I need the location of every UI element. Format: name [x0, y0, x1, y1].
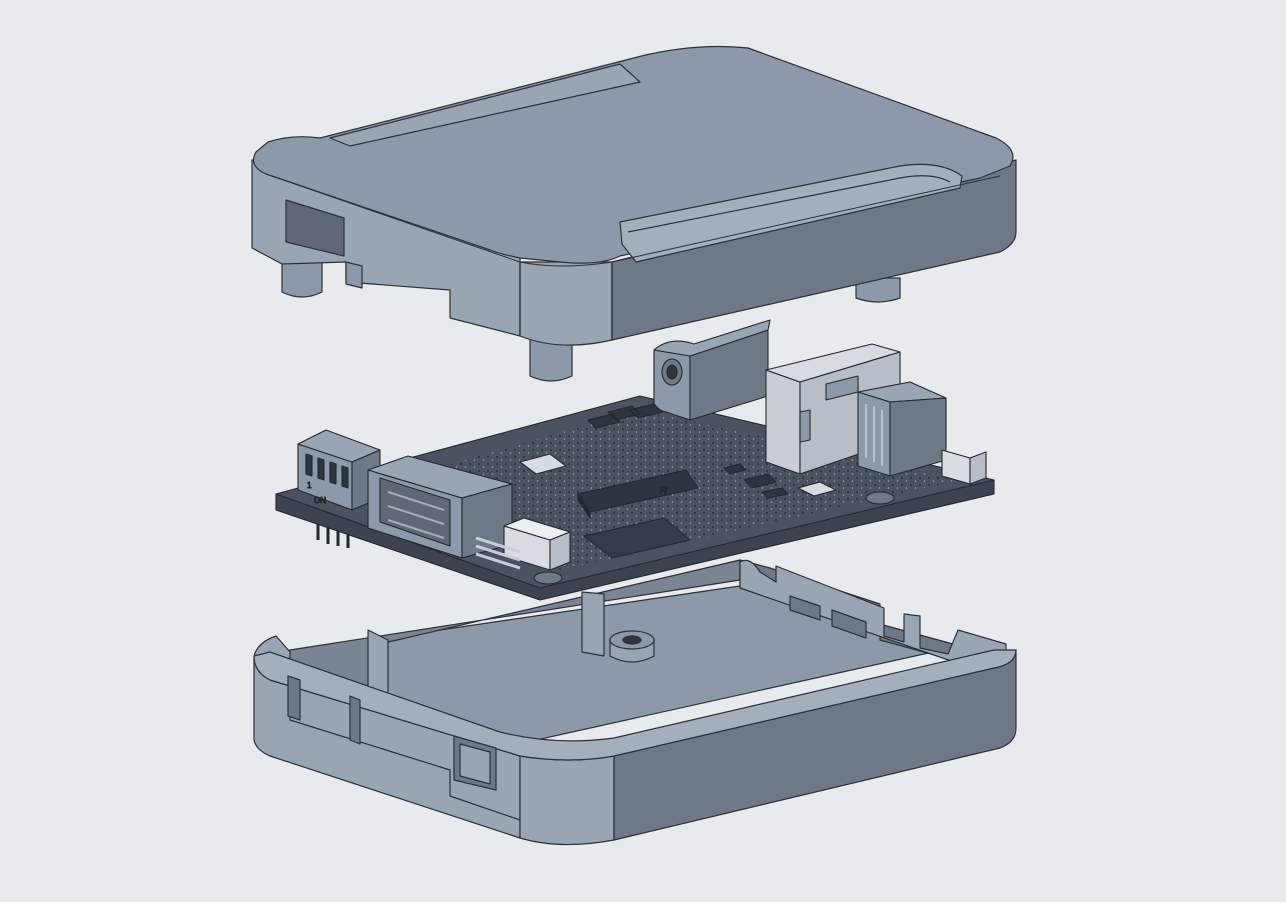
enclosure-lid[interactable] [251, 45, 1017, 382]
base-port-cutout [831, 609, 867, 639]
base-slot [287, 675, 361, 745]
secondary-chip [583, 517, 691, 559]
base-back-wall-right [739, 559, 1007, 665]
lid-grip-front [619, 163, 963, 263]
small-white-chip [797, 481, 837, 497]
lid-clip-left [285, 199, 345, 257]
base-wall-front [519, 755, 615, 846]
white-component [519, 453, 567, 475]
lid-standoff-left [281, 257, 323, 298]
enclosure-base[interactable] [253, 559, 1017, 846]
lid-standoff-front [529, 337, 573, 382]
dip-switch-number: 1 [307, 481, 312, 490]
base-rim [253, 649, 1017, 761]
circuit-board[interactable]: 1 ON R [275, 319, 995, 601]
lid-side-front [519, 261, 613, 346]
pcb-mount-hole [865, 491, 895, 505]
sd-card-slot [765, 369, 801, 475]
base-port-cutout [789, 595, 821, 621]
lid-side-right [611, 159, 1017, 341]
chip-mark: R [660, 486, 667, 497]
header-pins-left [316, 520, 350, 548]
lid-clip-tab [345, 261, 363, 289]
dip-switch-on-label: ON [314, 496, 326, 505]
base-pillar [581, 591, 605, 657]
lid-standoff-right [855, 277, 901, 303]
pcb-mount-hole [533, 571, 563, 585]
lid-grip-back [329, 63, 641, 147]
